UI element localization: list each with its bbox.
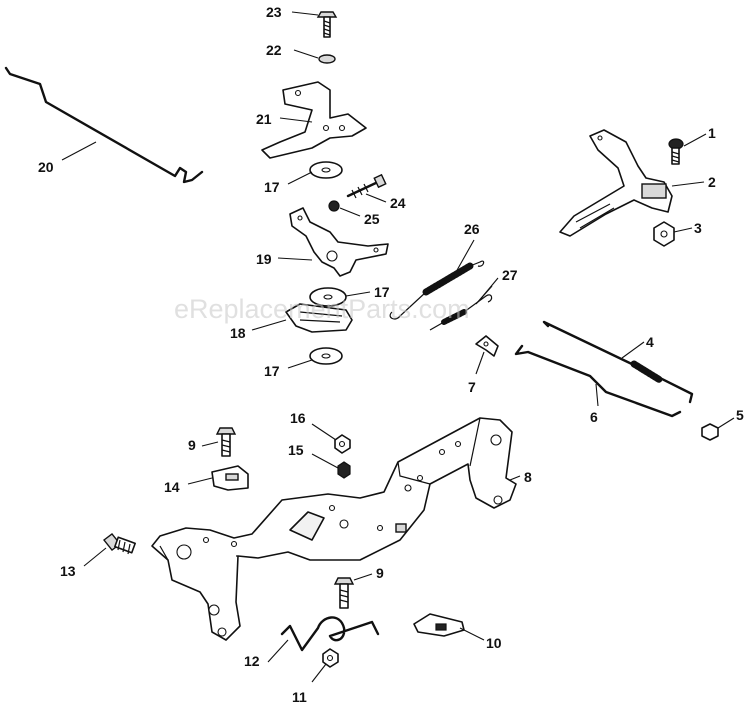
callout-5: 5: [736, 407, 744, 423]
callout-24: 24: [390, 195, 406, 211]
callout-17-top: 17: [264, 179, 280, 195]
callout-14: 14: [164, 479, 180, 495]
washer-22: [318, 54, 336, 64]
callout-6: 6: [590, 409, 598, 425]
callout-26: 26: [464, 221, 480, 237]
callout-13: 13: [60, 563, 76, 579]
callout-11: 11: [292, 689, 307, 705]
callout-labels: 1 2 3 4 5 6 7 8 9 9 10 11 12 13 14 15 16…: [38, 4, 744, 705]
nut-25: [328, 200, 340, 212]
leader-lines: [61, 11, 735, 683]
callout-27: 27: [502, 267, 518, 283]
callout-15: 15: [288, 442, 304, 458]
bracket-21: [261, 81, 367, 159]
lever-18: [285, 303, 353, 333]
callout-18: 18: [230, 325, 246, 341]
clip-14: [211, 465, 249, 491]
callout-16: 16: [290, 410, 306, 426]
callout-17-mid: 17: [374, 284, 390, 300]
spring-26: [389, 260, 485, 320]
callout-22: 22: [266, 42, 282, 58]
choke-link-4: [542, 320, 694, 404]
bolt-24: [346, 173, 387, 199]
callout-1: 1: [708, 125, 716, 141]
screw-9-upper: [215, 427, 237, 457]
callout-20: 20: [38, 159, 54, 175]
spring-12: [280, 616, 380, 652]
throttle-link-6: [514, 344, 682, 418]
nut-3: [653, 221, 675, 247]
callout-7: 7: [468, 379, 476, 395]
callout-3: 3: [694, 220, 702, 236]
callout-10: 10: [486, 635, 502, 651]
callout-19: 19: [256, 251, 272, 267]
callout-9-upper: 9: [188, 437, 196, 453]
nut-16: [334, 434, 351, 454]
screw-23: [316, 11, 338, 38]
callout-23: 23: [266, 4, 282, 20]
speed-control-bracket-8: [151, 417, 517, 641]
clip-10: [413, 613, 465, 637]
callout-9-lower: 9: [376, 565, 384, 581]
clip-7: [475, 335, 499, 357]
bushing-5: [701, 423, 719, 441]
screw-1: [668, 138, 684, 165]
callout-4: 4: [646, 334, 654, 350]
screw-9-lower: [333, 577, 355, 609]
callout-21: 21: [256, 111, 272, 127]
nut-15: [337, 461, 351, 479]
screw-13: [103, 533, 136, 555]
callout-12: 12: [244, 653, 260, 669]
watermark: eReplacementParts.com: [174, 294, 470, 324]
callout-25: 25: [364, 211, 380, 227]
callout-2: 2: [708, 174, 716, 190]
callout-8: 8: [524, 469, 532, 485]
linkage-rod-20: [4, 66, 204, 184]
callout-17-bottom: 17: [264, 363, 280, 379]
control-bracket-2: [559, 129, 673, 237]
nut-11: [322, 648, 339, 668]
lever-19: [289, 207, 389, 277]
